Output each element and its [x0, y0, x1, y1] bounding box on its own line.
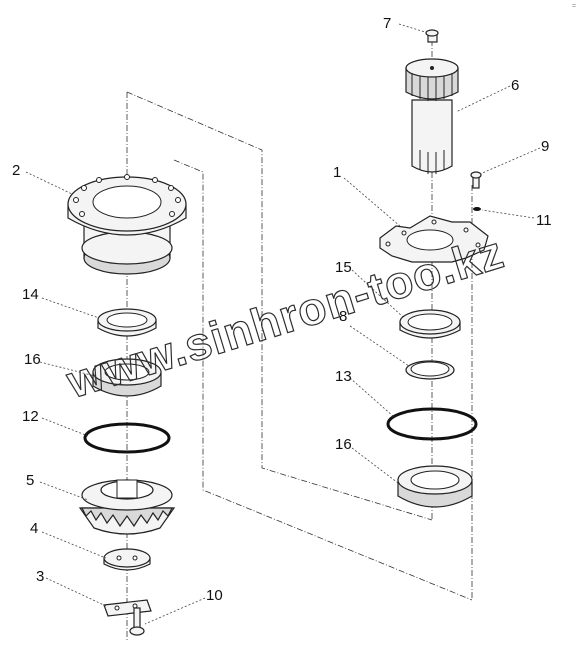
callout-13: 13	[335, 368, 352, 385]
callout-10: 10	[206, 587, 223, 604]
callout-15: 15	[335, 259, 352, 276]
callout-9: 9	[541, 138, 549, 155]
o-ring-13	[386, 407, 478, 441]
hub-housing	[67, 174, 187, 275]
washer-plate-4	[103, 548, 151, 571]
carrier-flange-1	[379, 215, 489, 263]
ring-15	[399, 309, 461, 339]
callout-labels: 1 2 3 4 5 6 7 8 9 10 11 12 13 14 15 16 1…	[12, 15, 552, 604]
callout-16-right: 16	[335, 436, 352, 453]
seal-14	[97, 308, 157, 337]
corner-mark: =	[572, 3, 576, 10]
callout-11: 11	[536, 212, 552, 229]
ring-8	[405, 360, 455, 380]
bolt-7	[425, 29, 439, 43]
leader-lines	[25, 23, 541, 625]
callout-5: 5	[26, 472, 34, 489]
callout-7: 7	[383, 15, 391, 32]
callout-6: 6	[511, 77, 519, 94]
callout-12: 12	[22, 408, 39, 425]
splined-shaft-6	[405, 58, 459, 174]
callout-16-left: 16	[24, 351, 41, 368]
callout-8: 8	[339, 308, 347, 325]
callout-4: 4	[30, 520, 38, 537]
callout-14: 14	[22, 286, 39, 303]
callout-3: 3	[36, 568, 44, 585]
o-ring-12	[83, 422, 171, 454]
spacer-11	[473, 207, 481, 211]
lock-plate-3	[103, 599, 152, 617]
callout-1: 1	[333, 164, 341, 181]
bolt-10	[129, 607, 145, 636]
callout-2: 2	[12, 162, 20, 179]
bevel-gear-5	[78, 479, 176, 535]
bearing-16-left	[92, 358, 162, 397]
bearing-16-right	[397, 465, 473, 508]
screw-9	[470, 171, 482, 189]
